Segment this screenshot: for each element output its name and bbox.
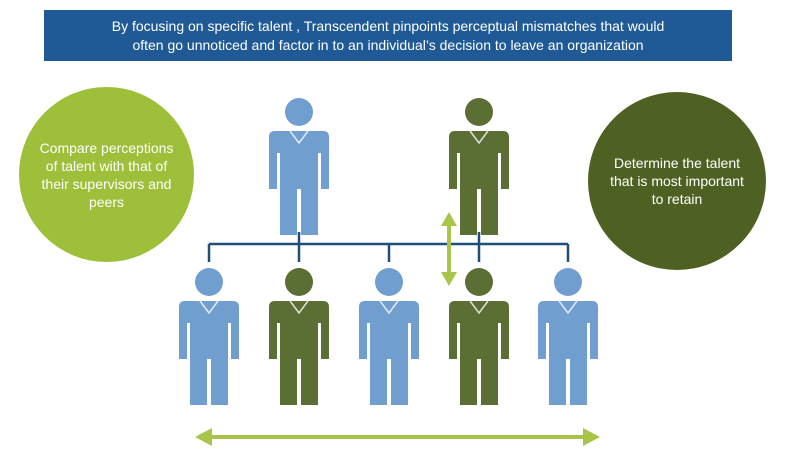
left-circle-line-2: of talent with that of [45,157,168,174]
person-head [195,268,223,296]
person-body [269,131,329,235]
determine-talent-circle: Determine the talent that is most import… [588,92,766,270]
right-circle-line-3: to retain [651,191,703,207]
org-connectors [207,232,570,262]
person-head [465,98,493,126]
person-bottom-1 [179,268,239,405]
banner-line-1: By focusing on specific talent , Transce… [111,17,665,34]
person-collar [469,130,489,145]
person-head [285,268,313,296]
header-banner: By focusing on specific talent , Transce… [44,10,732,61]
compare-perceptions-circle: Compare perceptions of talent with that … [19,87,194,262]
person-bottom-4 [449,268,509,405]
person-head [465,268,493,296]
person-head [375,268,403,296]
person-body [179,301,239,405]
person-body [269,301,329,405]
people-group [179,98,598,405]
person-body [359,301,419,405]
arrows-group [195,212,600,446]
person-top-1 [269,98,329,235]
left-circle-line-1: Compare perceptions [39,139,174,156]
person-top-2 [449,98,509,235]
person-bottom-2 [269,268,329,405]
horizontal-arrow-head-left [195,428,212,446]
vertical-arrow-head-down [441,272,457,286]
person-collar [379,300,399,315]
person-body [538,301,598,405]
person-collar [289,300,309,315]
person-body [449,131,509,235]
right-circle-line-2: that is most important [610,173,744,189]
person-bottom-3 [359,268,419,405]
horizontal-arrow-head-right [583,428,600,446]
person-collar [289,130,309,145]
person-head [554,268,582,296]
person-bottom-5 [538,268,598,405]
right-circle-line-1: Determine the talent [613,155,741,171]
person-collar [558,300,578,315]
person-head [285,98,313,126]
left-circle-line-3: their supervisors and [41,175,172,192]
person-collar [469,300,489,315]
left-circle-line-4: peers [88,193,125,210]
person-collar [199,300,219,315]
vertical-arrow-head-up [441,212,457,226]
banner-line-2: often go unnoticed and factor in to an i… [132,36,644,53]
person-body [449,301,509,405]
